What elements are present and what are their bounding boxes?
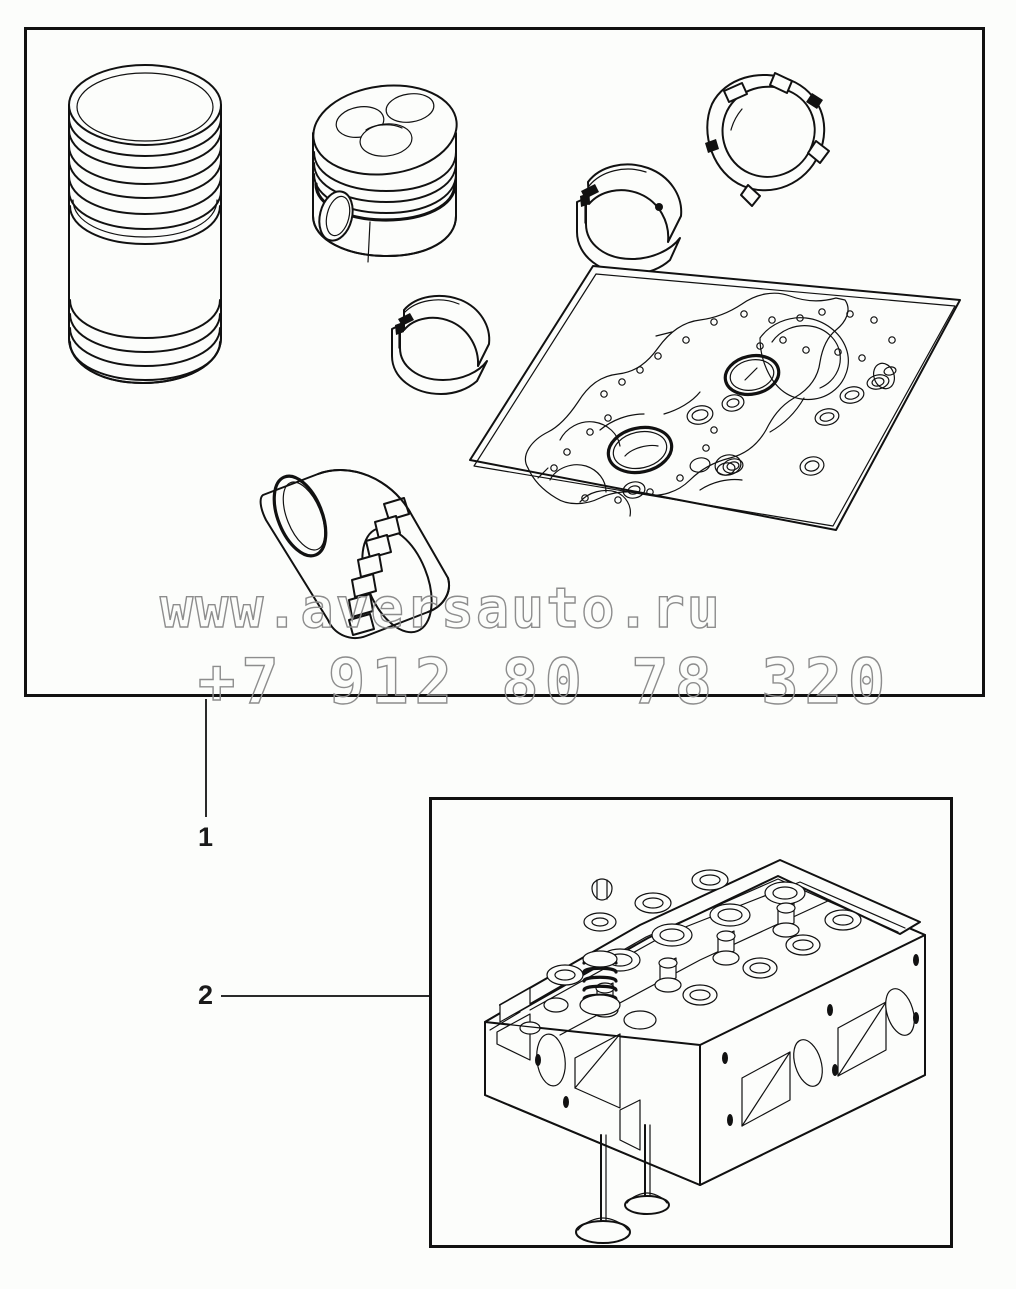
panel-cylinder-head (429, 797, 953, 1248)
cylinder-liner-sleeve-art (68, 64, 222, 384)
panel-engine-overhaul-kit (24, 27, 985, 697)
conrod-bearing-shells-art (391, 294, 491, 395)
valve-spring (579, 912, 621, 1016)
thrust-washer-ring-art (705, 72, 830, 207)
valves-art (575, 1124, 670, 1244)
piston-art (312, 84, 458, 263)
gasket-set-art (469, 265, 961, 531)
cylinder-head-art (484, 859, 926, 1186)
valve-collets (591, 878, 613, 901)
callout-2-leader-line (221, 995, 429, 997)
callout-number-2[interactable]: 2 (198, 980, 214, 1010)
callout-number-1[interactable]: 1 (198, 822, 214, 852)
oil-filter-art (259, 469, 450, 639)
main-bearing-shells-art (576, 163, 683, 275)
callout-1-leader-line (205, 699, 207, 817)
